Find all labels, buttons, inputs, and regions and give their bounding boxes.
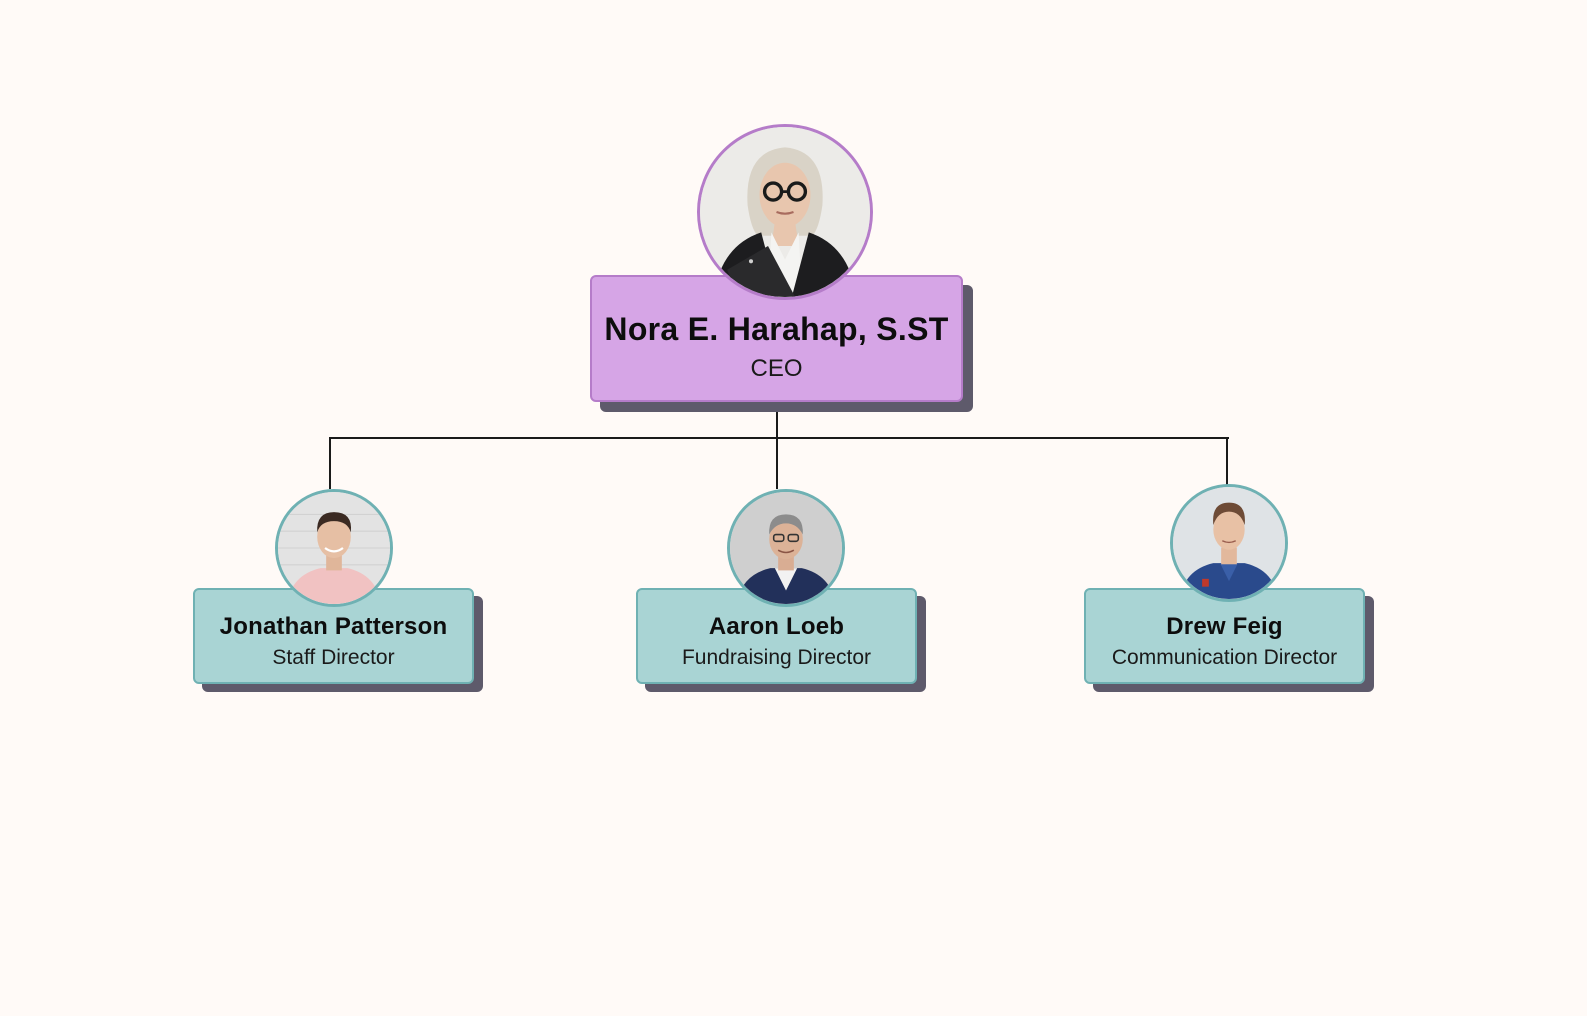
director-role: Staff Director [272,646,395,669]
staff-director-portrait-icon [278,492,390,604]
connector-left-down [329,437,331,489]
director-role: Fundraising Director [681,646,872,669]
director-role: Communication Director [1111,646,1338,669]
director-name: Drew Feig [1166,613,1283,640]
fundraising-director-portrait-icon [730,492,842,604]
ceo-name: Nora E. Harahap, S.ST [604,311,949,347]
connector-root-down [776,402,778,440]
ceo-portrait-icon [700,127,870,297]
staff-director-avatar [275,489,393,607]
connector-horizontal [329,437,1229,439]
director-name: Aaron Loeb [708,613,845,640]
fundraising-director-avatar [727,489,845,607]
communication-director-avatar [1170,484,1288,602]
ceo-role: CEO [750,355,803,382]
communication-director-portrait-icon [1173,487,1285,599]
connector-right-down [1226,437,1228,485]
director-name: Jonathan Patterson [219,613,448,640]
connector-center-down [776,437,778,489]
ceo-avatar [697,124,873,300]
org-node-communication-director[interactable]: Drew Feig Communication Director [1084,588,1365,684]
